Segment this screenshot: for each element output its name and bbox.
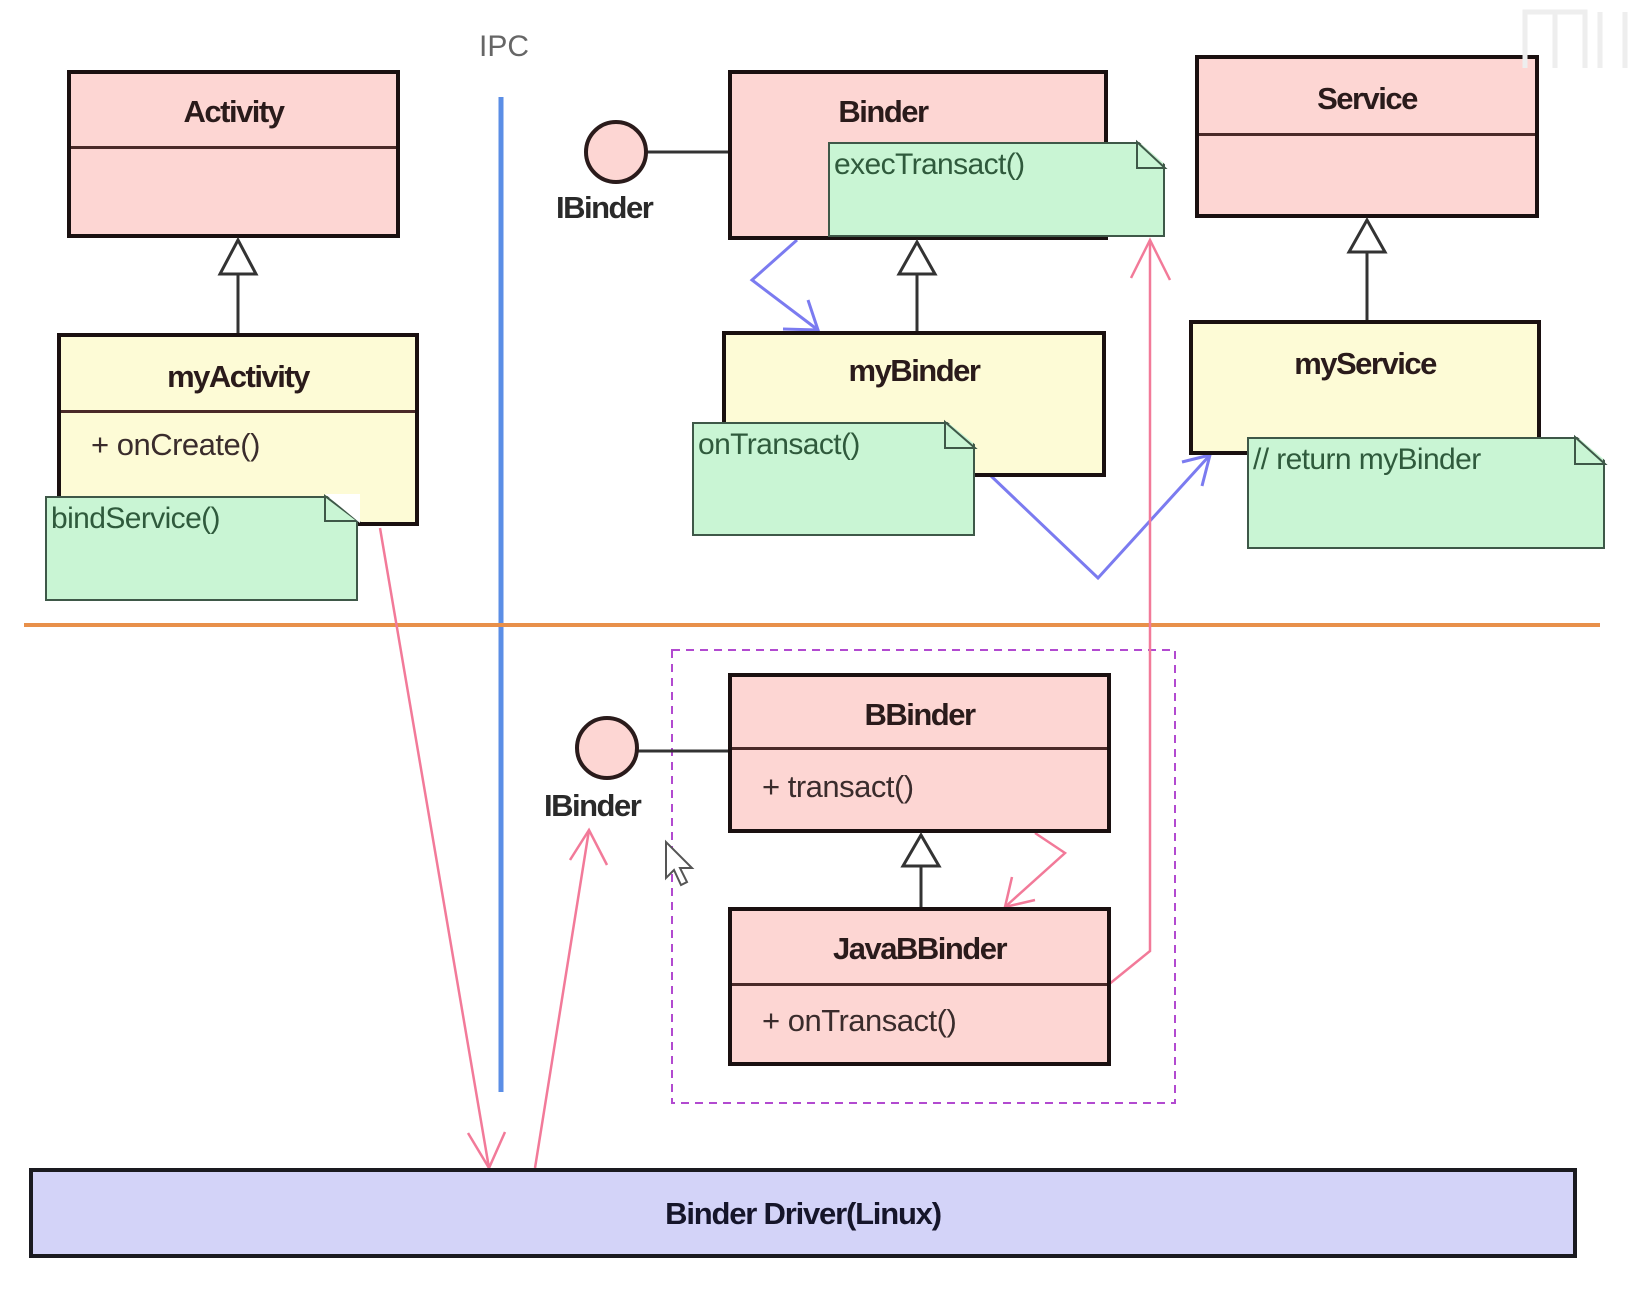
ibinder-interface-icon[interactable] — [575, 716, 639, 780]
flow-binder-to-mybinder-arrowhead — [782, 299, 821, 332]
flow-binder-to-mybinder — [749, 238, 819, 332]
ibinder-interface-icon[interactable] — [584, 120, 648, 184]
class-my-binder-name: myBinder — [848, 353, 981, 388]
class-my-service-name: myService — [1294, 346, 1437, 381]
class-service-divider — [1199, 133, 1535, 136]
ibinder-label-upper: IBinder — [556, 190, 654, 225]
class-java-bbinder[interactable]: JavaBBinder + onTransact() — [728, 907, 1111, 1066]
class-java-bbinder-member: + onTransact() — [762, 1003, 957, 1038]
note-bind-service[interactable]: bindService() — [45, 496, 358, 601]
class-java-bbinder-divider — [732, 983, 1107, 986]
class-binder-name: Binder — [838, 94, 929, 129]
class-bbinder-name: BBinder — [864, 697, 976, 732]
binder-driver[interactable]: Binder Driver(Linux) — [29, 1168, 1577, 1258]
class-activity-name: Activity — [183, 94, 285, 129]
class-bbinder[interactable]: BBinder + transact() — [728, 673, 1111, 833]
inheritance-arrow-icon — [1346, 216, 1388, 254]
flow-driver-to-ibinder — [533, 829, 591, 1169]
inheritance-arrow-icon — [900, 832, 942, 868]
note-fold-icon — [1574, 434, 1608, 465]
ipc-label: IPC — [479, 30, 530, 63]
note-exec-transact-text: execTransact() — [834, 148, 1025, 181]
note-bind-service-text: bindService() — [51, 502, 221, 535]
class-bbinder-member: + transact() — [762, 769, 914, 804]
note-on-transact-text: onTransact() — [698, 428, 860, 461]
native-package-boundary — [671, 649, 1176, 1104]
flow-driver-to-ibinder-arrowhead — [568, 827, 609, 866]
note-return-my-binder-text: // return myBinder — [1253, 443, 1481, 476]
class-service[interactable]: Service — [1195, 55, 1539, 218]
class-activity-divider — [71, 146, 396, 149]
watermark-icon — [1522, 9, 1628, 68]
flow-bbinder-to-javabbinder — [1004, 831, 1068, 908]
class-my-activity-member: + onCreate() — [91, 427, 260, 462]
mouse-cursor-icon — [665, 839, 695, 887]
note-on-transact[interactable]: onTransact() — [692, 422, 975, 536]
note-fold-icon — [1108, 139, 1168, 169]
class-my-activity[interactable]: myActivity + onCreate() — [57, 333, 419, 526]
note-fold-icon — [944, 419, 978, 449]
class-my-service[interactable]: myService — [1189, 320, 1541, 455]
inheritance-arrow-icon — [217, 236, 259, 276]
flow-ontransact-to-myservice-arrowhead — [1181, 452, 1213, 487]
class-my-activity-name: myActivity — [167, 359, 310, 394]
flow-ontransact-to-myservice — [988, 453, 1212, 581]
inheritance-arrow-icon — [896, 238, 938, 276]
note-exec-transact[interactable]: execTransact() — [828, 142, 1165, 237]
class-my-activity-divider — [61, 410, 415, 413]
ibinder-label-lower: IBinder — [544, 788, 642, 823]
class-service-name: Service — [1317, 81, 1418, 116]
note-return-my-binder[interactable]: // return myBinder — [1247, 437, 1605, 549]
flow-javabbinder-to-exectransact-arrowhead — [1129, 237, 1172, 281]
class-java-bbinder-name: JavaBBinder — [832, 931, 1008, 966]
class-activity[interactable]: Activity — [67, 70, 400, 238]
flow-activity-to-driver — [378, 527, 491, 1169]
class-bbinder-divider — [732, 747, 1107, 750]
binder-driver-label: Binder Driver(Linux) — [665, 1196, 942, 1231]
note-fold-icon — [324, 493, 361, 523]
